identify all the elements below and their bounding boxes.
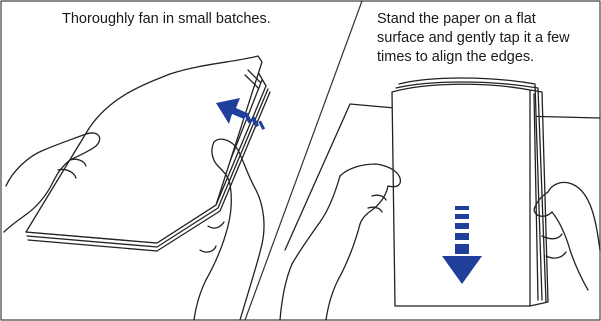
left-panel-caption: Thoroughly fan in small batches. [62, 10, 271, 29]
caption-line: Stand the paper on a flat [377, 10, 570, 29]
panel-divider [245, 1, 362, 320]
hand-icon [280, 164, 400, 320]
caption-line: surface and gently tap it a few [377, 29, 570, 48]
right-panel-caption: Stand the paper on a flat surface and ge… [377, 10, 570, 67]
hand-icon [534, 182, 600, 290]
paper-stack-icon [26, 56, 270, 251]
caption-line: times to align the edges. [377, 48, 570, 67]
caption-line: Thoroughly fan in small batches. [62, 10, 271, 29]
